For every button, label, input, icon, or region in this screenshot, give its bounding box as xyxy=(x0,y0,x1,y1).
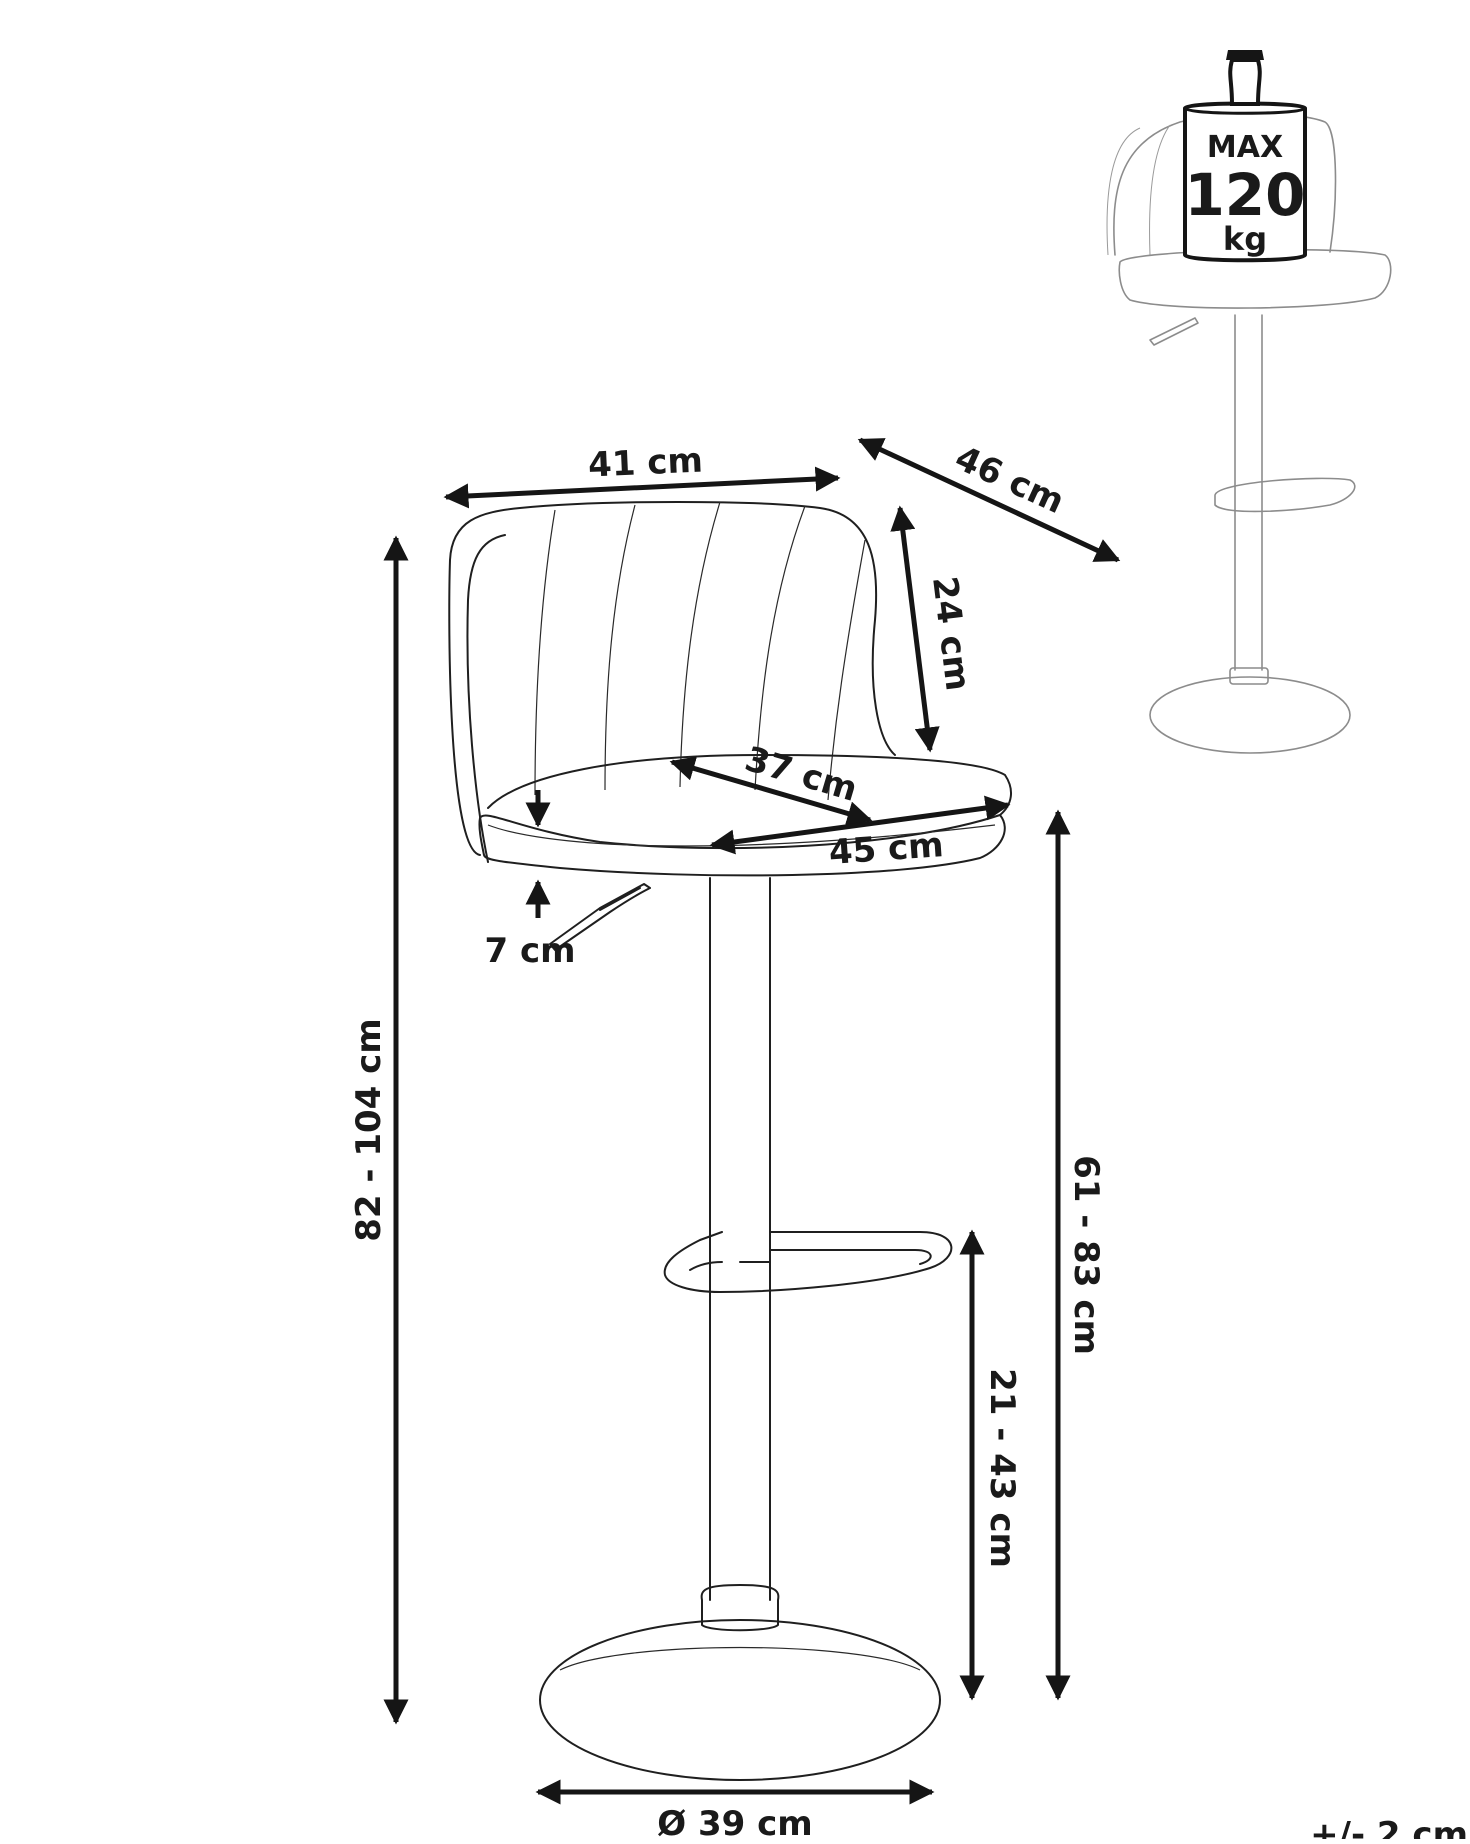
seat-cushion xyxy=(478,814,1006,877)
dimension-arrows xyxy=(383,437,1121,1805)
seat-width-label: 45 cm xyxy=(828,825,945,873)
small-stool-base xyxy=(1149,676,1351,754)
footrest-ring xyxy=(663,1231,953,1293)
jar-cap xyxy=(1226,50,1264,60)
back-width-arrow xyxy=(443,466,841,509)
back-height-label: 24 cm xyxy=(924,574,978,693)
backrest-channel xyxy=(534,509,556,796)
total-height-label: 82 - 104 cm xyxy=(349,1018,389,1242)
backrest-channel xyxy=(827,539,866,801)
base-collar xyxy=(700,1584,780,1632)
back-height-arrow xyxy=(890,505,940,753)
weight-capacity-badge: MAX 120 kg xyxy=(1183,50,1307,263)
jar-neck xyxy=(1228,58,1262,106)
backrest-edge xyxy=(466,534,506,863)
dimension-labels: 41 cm 46 cm 24 cm 37 cm 45 cm 7 cm 82 - … xyxy=(349,438,1468,1844)
base-disc xyxy=(539,1619,941,1781)
main-stool-illustration xyxy=(448,501,1012,1781)
backrest-channel xyxy=(679,501,721,788)
backrest-channel xyxy=(604,504,636,791)
small-stool-footrest xyxy=(1214,477,1356,513)
base-diameter-label: Ø 39 cm xyxy=(657,1804,812,1839)
seat-thickness-label: 7 cm xyxy=(484,931,575,971)
badge-max-label: MAX xyxy=(1207,130,1283,165)
seat-height-label: 61 - 83 cm xyxy=(1066,1155,1106,1355)
total-depth-arrow xyxy=(857,437,1121,563)
badge-unit-label: kg xyxy=(1223,220,1267,258)
tolerance-label: +/- 2 cm xyxy=(1310,1815,1468,1839)
seat-width-arrow xyxy=(709,795,1011,855)
back-width-label: 41 cm xyxy=(587,441,703,486)
badge-capacity-value: 120 xyxy=(1184,161,1305,229)
height-lever xyxy=(549,883,651,951)
footrest-height-label: 21 - 43 cm xyxy=(982,1368,1022,1568)
seat-top xyxy=(487,754,1012,816)
